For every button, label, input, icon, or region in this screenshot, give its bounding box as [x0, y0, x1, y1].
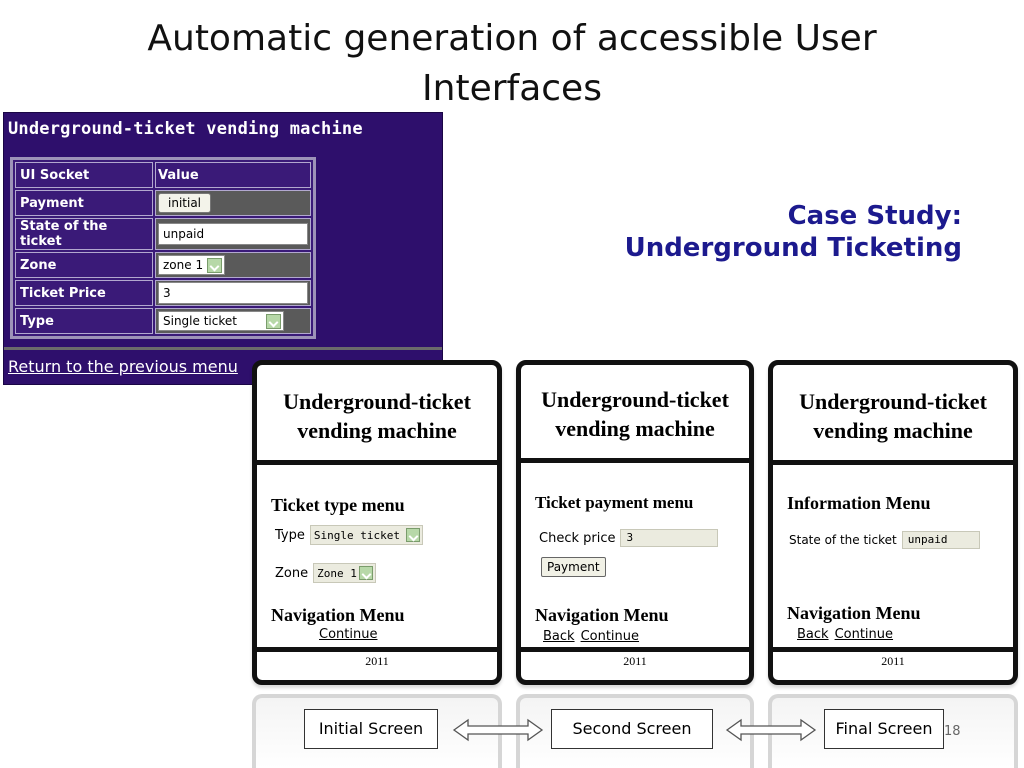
- navigation-menu-title: Navigation Menu: [535, 605, 669, 625]
- type-select[interactable]: Single ticket: [309, 525, 423, 545]
- screen-header-line1: Underground-ticket: [283, 389, 471, 414]
- second-screen: Underground-ticket vending machine Ticke…: [516, 360, 754, 685]
- slide-title: Automatic generation of accessible User …: [0, 14, 1024, 114]
- zone-label: Zone: [275, 565, 309, 581]
- return-previous-menu-link[interactable]: Return to the previous menu: [8, 357, 238, 376]
- nav-links: Continue: [319, 627, 383, 642]
- socket-panel-title: Underground-ticket vending machine: [8, 119, 363, 139]
- information-menu-title: Information Menu: [787, 493, 931, 513]
- table-header-row: UI Socket Value: [15, 162, 311, 188]
- ticket-type-menu-title: Ticket type menu: [271, 495, 405, 515]
- column-header-ui-socket: UI Socket: [15, 162, 153, 188]
- row-label-price: Ticket Price: [15, 280, 153, 306]
- case-study-heading: Case Study: Underground Ticketing: [625, 200, 962, 264]
- table-row: State of the ticket unpaid: [15, 218, 311, 250]
- row-value-payment: initial: [155, 190, 311, 216]
- screen-footer-divider: [773, 647, 1013, 655]
- chevron-down-icon[interactable]: [207, 257, 223, 273]
- ticket-payment-menu-title: Ticket payment menu: [535, 493, 694, 512]
- footer-year: 2011: [881, 654, 905, 668]
- continue-link[interactable]: Continue: [580, 629, 640, 644]
- zone-select[interactable]: Zone 1: [313, 563, 376, 583]
- slide-title-line2: Interfaces: [422, 68, 602, 109]
- row-label-zone: Zone: [15, 252, 153, 278]
- case-study-line2: Underground Ticketing: [624, 233, 962, 263]
- chevron-down-icon[interactable]: [266, 313, 281, 329]
- screen-header-line2: vending machine: [297, 418, 457, 443]
- row-label-state: State of the ticket: [15, 218, 153, 250]
- state-row: State of the ticket unpaid: [789, 531, 980, 549]
- back-link[interactable]: Back: [543, 629, 575, 644]
- initial-screen-label: Initial Screen: [304, 709, 438, 749]
- row-label-type: Type: [15, 308, 153, 334]
- ui-socket-table: UI Socket Value Payment initial State of…: [10, 157, 316, 339]
- screen-header-line2: vending machine: [813, 418, 973, 443]
- screen-footer-divider: [257, 647, 497, 655]
- state-field[interactable]: unpaid: [158, 223, 308, 245]
- divider: [4, 347, 442, 350]
- type-label: Type: [275, 527, 305, 543]
- check-price-field[interactable]: 3: [620, 529, 719, 547]
- table-row: Type Single ticket: [15, 308, 311, 334]
- column-header-value: Value: [155, 162, 311, 188]
- zone-row: Zone Zone 1: [275, 563, 376, 583]
- table-row: Ticket Price 3: [15, 280, 311, 306]
- screen-footer-divider: [521, 647, 749, 655]
- row-value-state: unpaid: [155, 218, 311, 250]
- footer-year: 2011: [365, 654, 389, 668]
- zone-select-value: zone 1: [163, 258, 204, 272]
- back-link[interactable]: Back: [797, 627, 829, 642]
- check-price-label: Check price: [539, 530, 616, 546]
- case-study-line1: Case Study:: [787, 201, 962, 231]
- table-row: Payment initial: [15, 190, 311, 216]
- ticket-price-field[interactable]: 3: [158, 282, 308, 304]
- initial-screen: Underground-ticket vending machine Ticke…: [252, 360, 502, 685]
- type-select-value: Single ticket: [163, 314, 237, 328]
- double-arrow-icon: [725, 718, 817, 742]
- row-value-zone: zone 1: [155, 252, 311, 278]
- nav-links: Back Continue: [797, 627, 899, 642]
- double-arrow-icon: [452, 718, 544, 742]
- row-value-type: Single ticket: [155, 308, 311, 334]
- state-label: State of the ticket: [789, 533, 897, 547]
- screen-header: Underground-ticket vending machine: [257, 365, 497, 465]
- final-screen: Underground-ticket vending machine Infor…: [768, 360, 1018, 685]
- payment-button[interactable]: Payment: [541, 557, 606, 577]
- zone-select[interactable]: zone 1: [158, 255, 226, 275]
- slide-title-line1: Automatic generation of accessible User: [147, 18, 877, 59]
- second-screen-label: Second Screen: [551, 709, 713, 749]
- payment-row: Payment: [541, 557, 606, 577]
- table-row: Zone zone 1: [15, 252, 311, 278]
- initial-button[interactable]: initial: [158, 193, 211, 213]
- row-value-price: 3: [155, 280, 311, 306]
- continue-link[interactable]: Continue: [834, 627, 894, 642]
- type-select-value: Single ticket: [313, 528, 400, 542]
- chevron-down-icon[interactable]: [358, 566, 373, 580]
- row-label-payment: Payment: [15, 190, 153, 216]
- check-price-row: Check price 3: [539, 529, 719, 547]
- navigation-menu-title: Navigation Menu: [271, 605, 405, 625]
- page-number: 18: [944, 724, 961, 739]
- nav-links: Back Continue: [543, 629, 645, 644]
- zone-select-value: Zone 1: [317, 566, 357, 580]
- chevron-down-icon[interactable]: [405, 528, 420, 542]
- state-field[interactable]: unpaid: [901, 531, 980, 549]
- screen-header: Underground-ticket vending machine: [773, 365, 1013, 465]
- screen-header-line1: Underground-ticket: [541, 387, 729, 412]
- navigation-menu-title: Navigation Menu: [787, 603, 921, 623]
- screen-header: Underground-ticket vending machine: [521, 365, 749, 463]
- continue-link[interactable]: Continue: [319, 627, 378, 642]
- screen-header-line1: Underground-ticket: [799, 389, 987, 414]
- type-select[interactable]: Single ticket: [158, 311, 284, 331]
- screen-header-line2: vending machine: [555, 416, 715, 441]
- footer-year: 2011: [623, 654, 647, 668]
- final-screen-label: Final Screen: [824, 709, 944, 749]
- ui-socket-panel: Underground-ticket vending machine UI So…: [3, 112, 443, 385]
- type-row: Type Single ticket: [275, 525, 423, 545]
